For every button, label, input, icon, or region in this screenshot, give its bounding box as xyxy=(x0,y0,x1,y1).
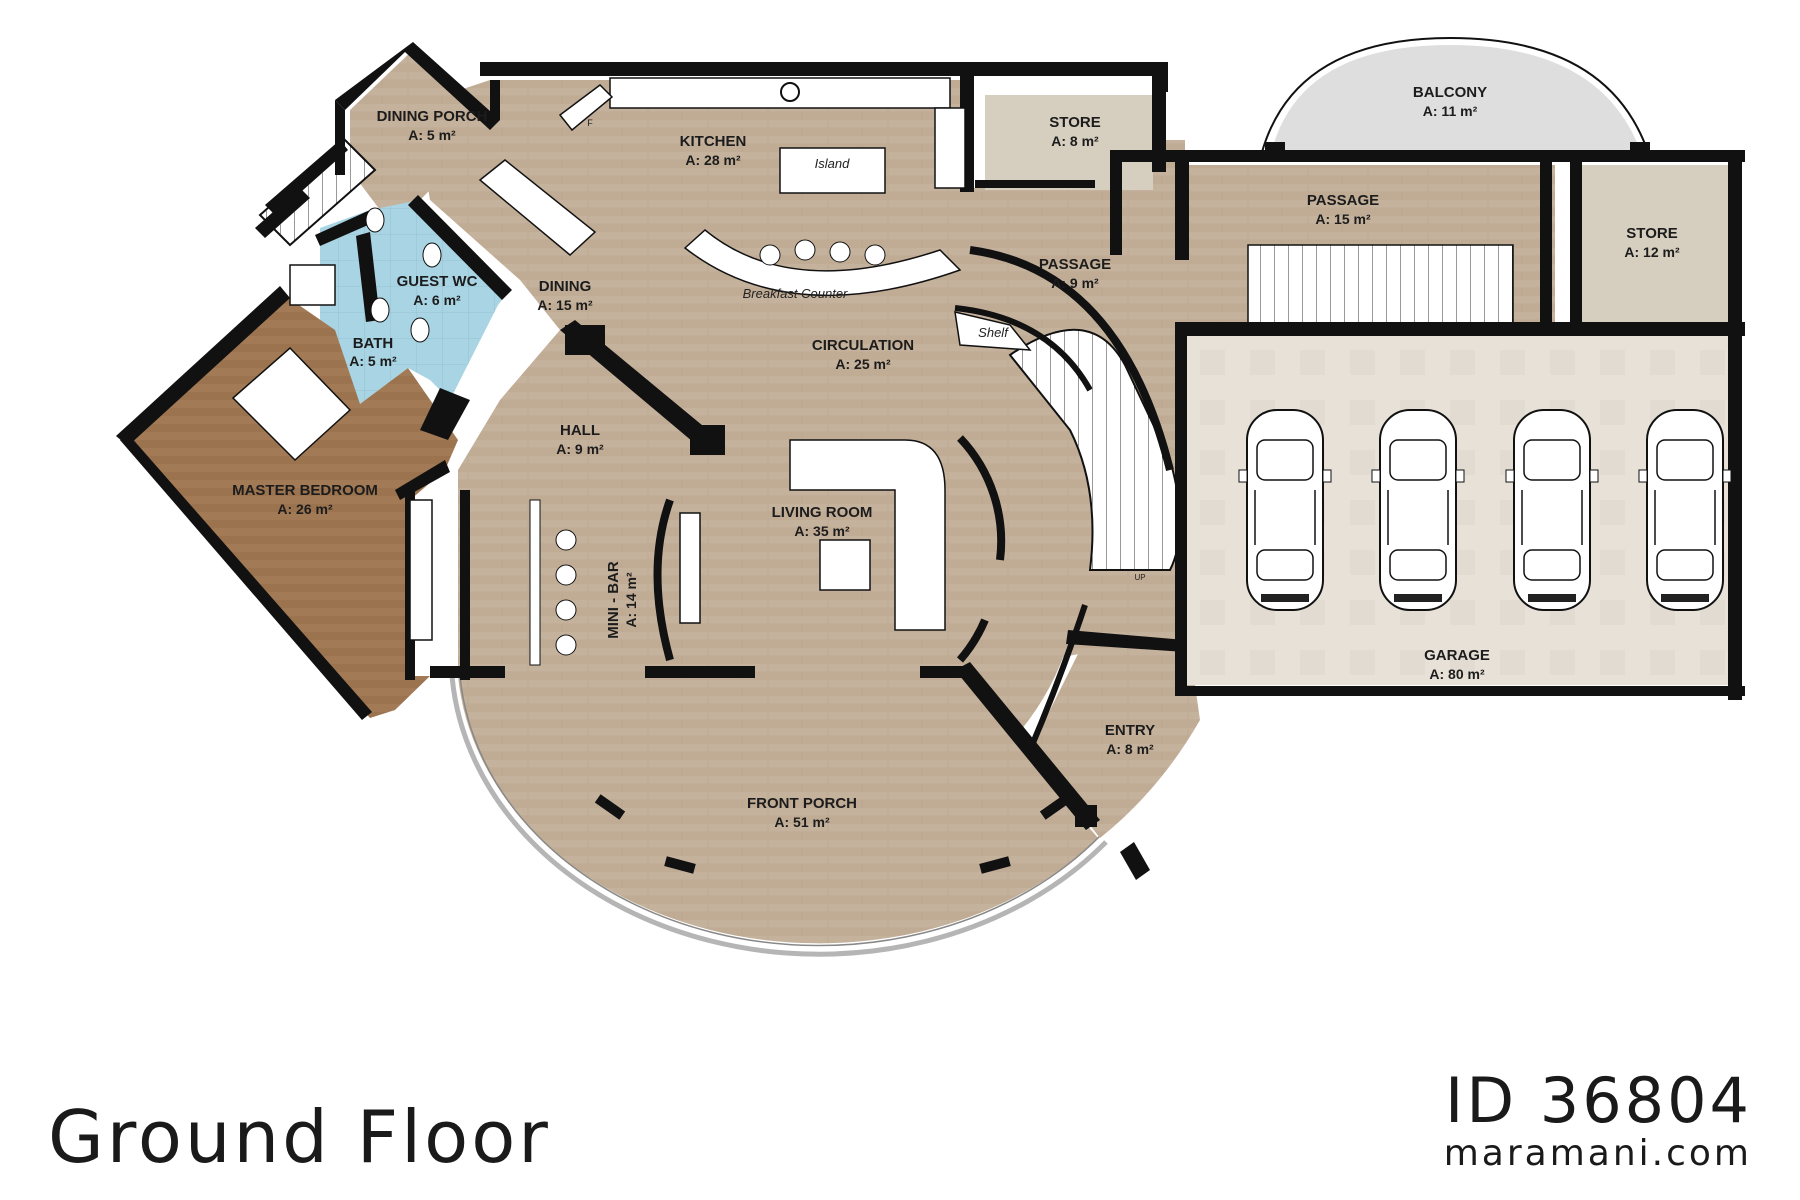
room-area-mini-bar: A: 14 m² xyxy=(623,572,639,628)
room-name-garage: GARAGE xyxy=(1424,647,1490,664)
room-name-front-porch: FRONT PORCH xyxy=(747,795,857,812)
room-name-bath: BATH xyxy=(353,335,394,352)
room-area-dining: A: 15 m² xyxy=(537,297,593,313)
shelf-label: Shelf xyxy=(978,325,1009,340)
dining-porch-floor xyxy=(350,48,500,210)
balcony-floor xyxy=(1272,45,1640,150)
room-area-bath: A: 5 m² xyxy=(349,353,397,369)
store-2-floor xyxy=(1580,165,1728,330)
room-name-dining-porch: DINING PORCH xyxy=(377,108,488,125)
walls xyxy=(116,42,1745,880)
room-name-mini-bar: MINI - BAR xyxy=(605,561,622,639)
room-area-living-room: A: 35 m² xyxy=(794,523,850,539)
room-area-passage-1: A: 15 m² xyxy=(1315,211,1371,227)
room-area-balcony: A: 11 m² xyxy=(1423,103,1478,119)
room-name-dining: DINING xyxy=(539,278,592,295)
breakfast-counter-label: Breakfast Counter xyxy=(743,286,848,301)
store-1-floor xyxy=(985,95,1153,190)
fridge-label: F xyxy=(587,118,593,128)
room-area-passage-2: A: 9 m² xyxy=(1051,275,1099,291)
website: maramani.com xyxy=(1444,1133,1752,1174)
room-area-front-porch: A: 51 m² xyxy=(774,814,830,830)
room-area-dining-porch: A: 5 m² xyxy=(408,127,456,143)
floor-title: Ground Floor xyxy=(48,1095,551,1179)
room-name-store-2: STORE xyxy=(1626,225,1677,242)
room-name-entry: ENTRY xyxy=(1105,722,1155,739)
room-name-balcony: BALCONY xyxy=(1413,84,1487,101)
room-area-guest-wc: A: 6 m² xyxy=(413,292,461,308)
room-area-store-2: A: 12 m² xyxy=(1624,244,1680,260)
room-name-living-room: LIVING ROOM xyxy=(772,504,873,521)
room-area-circulation: A: 25 m² xyxy=(835,356,891,372)
room-name-passage-2: PASSAGE xyxy=(1039,256,1111,273)
room-name-hall: HALL xyxy=(560,422,600,439)
island-label: Island xyxy=(815,156,850,171)
plan-id: ID 36804 xyxy=(1445,1064,1752,1137)
room-name-store-1: STORE xyxy=(1049,114,1100,131)
room-name-circulation: CIRCULATION xyxy=(812,337,914,354)
room-area-store-1: A: 8 m² xyxy=(1051,133,1099,149)
master-bedroom-floor xyxy=(120,292,458,718)
room-area-master-bedroom: A: 26 m² xyxy=(277,501,333,517)
room-area-kitchen: A: 28 m² xyxy=(685,152,741,168)
furniture xyxy=(231,77,1032,666)
room-area-garage: A: 80 m² xyxy=(1429,666,1485,682)
room-labels: DINING PORCH A: 5 m² KITCHEN A: 28 m² ST… xyxy=(232,84,1680,830)
room-area-hall: A: 9 m² xyxy=(556,441,604,457)
room-area-entry: A: 8 m² xyxy=(1106,741,1154,757)
room-name-passage-1: PASSAGE xyxy=(1307,192,1379,209)
stair-up-label: UP xyxy=(1134,573,1145,582)
room-name-kitchen: KITCHEN xyxy=(680,133,747,150)
room-name-guest-wc: GUEST WC xyxy=(397,273,478,290)
room-name-master-bedroom: MASTER BEDROOM xyxy=(232,482,378,499)
